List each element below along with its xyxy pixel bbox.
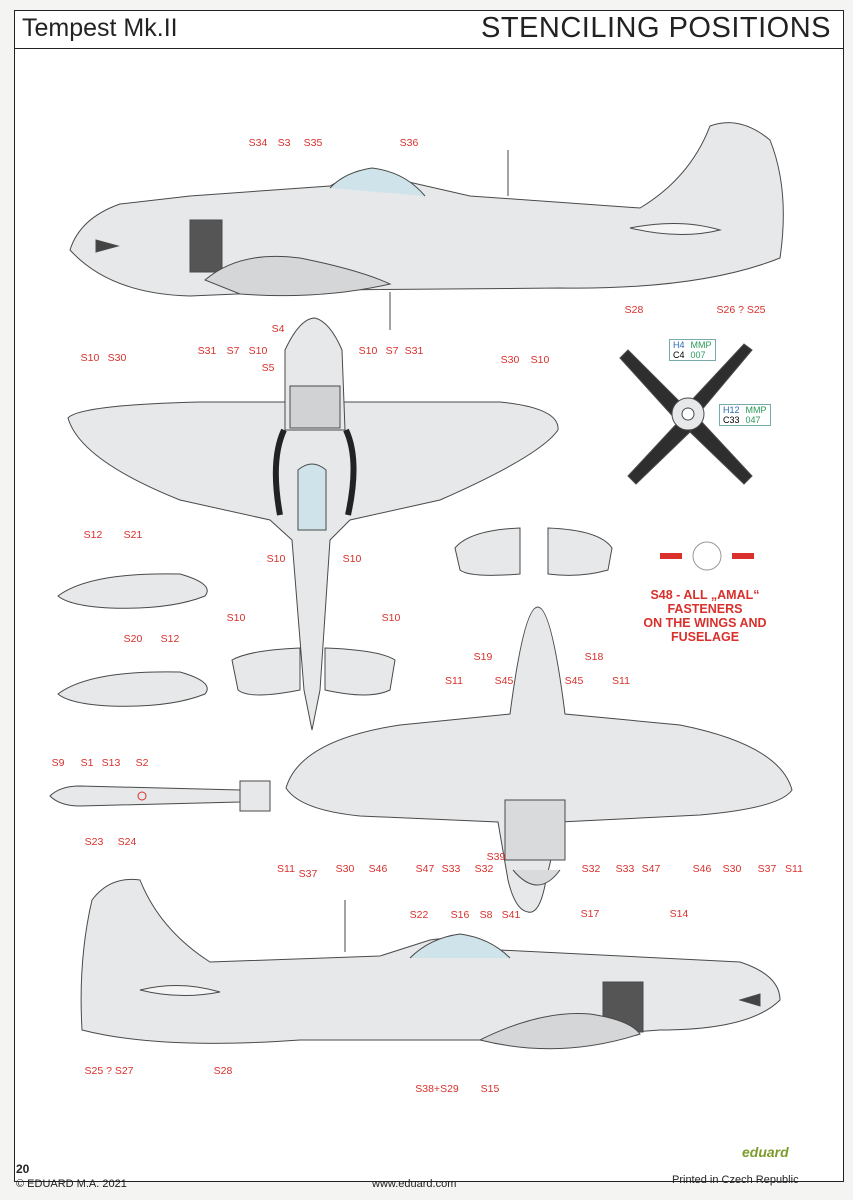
- callout-label: S45: [564, 675, 584, 687]
- callout-label: S37: [298, 868, 318, 880]
- side-view-top-drawing: [69, 122, 784, 330]
- callout-label: S33: [441, 863, 461, 875]
- callout-label: S28: [213, 1065, 233, 1077]
- website: www.eduard.com: [372, 1178, 457, 1190]
- callout-label: S31: [404, 345, 424, 357]
- note-line: FUSELAGE: [670, 630, 740, 644]
- callout-label: S34: [248, 137, 268, 149]
- bomb-drawing: [49, 780, 271, 812]
- callout-label: S23: [84, 836, 104, 848]
- callout-label: S38+S29: [415, 1083, 459, 1095]
- paint-code-h: H4: [673, 340, 685, 350]
- callout-label: S35: [303, 137, 323, 149]
- callout-label: S16: [450, 909, 470, 921]
- callout-label: S4: [271, 323, 285, 335]
- callout-label: S30: [335, 863, 355, 875]
- callout-label: S11: [445, 675, 463, 687]
- callout-label: S39: [486, 851, 506, 863]
- callout-label: S7: [226, 345, 240, 357]
- callout-label: S3: [277, 137, 291, 149]
- callout-label: S8: [479, 909, 493, 921]
- model-title: Tempest Mk.II: [22, 14, 178, 42]
- paint-code-num: 007: [690, 350, 706, 360]
- callout-label: S32: [474, 863, 494, 875]
- callout-label: S10: [358, 345, 378, 357]
- paint-code-mmp: MMP: [690, 340, 712, 350]
- callout-label: S28: [624, 304, 644, 316]
- callout-label: S31: [197, 345, 217, 357]
- note-line: ON THE WINGS AND: [643, 616, 767, 630]
- callout-label: S47: [415, 863, 435, 875]
- callout-label: S15: [480, 1083, 500, 1095]
- note-line: S48 - ALL „AMAL“: [650, 588, 760, 602]
- callout-label: S10: [80, 352, 100, 364]
- callout-label: S12: [83, 529, 103, 541]
- paint-code-num: 047: [745, 415, 761, 425]
- callout-label: S18: [584, 651, 604, 663]
- callout-label: S10: [248, 345, 268, 357]
- callout-label: S47: [641, 863, 661, 875]
- note-line: FASTENERS: [667, 602, 743, 616]
- copyright: © EDUARD M.A. 2021: [16, 1178, 127, 1190]
- callout-label: S25 ? S27: [84, 1065, 134, 1077]
- header-rule: [14, 48, 843, 49]
- callout-label: S30: [500, 354, 520, 366]
- callout-label: S26 ? S25: [716, 304, 766, 316]
- callout-label: S30: [107, 352, 127, 364]
- callout-label: S41: [501, 909, 521, 921]
- paint-code-upper: H4 MMP C4 007: [669, 339, 716, 361]
- paint-code-c: C4: [673, 350, 685, 360]
- callout-label: S30: [722, 863, 742, 875]
- propeller-drawing: [619, 343, 753, 485]
- page-number: 20: [16, 1162, 30, 1176]
- paint-code-c: C33: [723, 415, 740, 425]
- drop-tank-drawings: [57, 573, 208, 707]
- callout-label: S10: [381, 612, 401, 624]
- callout-label: S36: [399, 137, 419, 149]
- callout-label: S24: [117, 836, 137, 848]
- callout-label: S9: [51, 757, 65, 769]
- callout-label: S46: [692, 863, 712, 875]
- paint-code-lower: H12 MMP C33 047: [719, 404, 771, 426]
- callout-label: S17: [580, 908, 600, 920]
- callout-label: S13: [101, 757, 121, 769]
- callout-label: S10: [226, 612, 246, 624]
- callout-label: S10: [530, 354, 550, 366]
- decal-circle: [692, 541, 722, 571]
- callout-label: S5: [261, 362, 275, 374]
- callout-label: S33: [615, 863, 635, 875]
- callout-label: S12: [160, 633, 180, 645]
- callout-label: S19: [473, 651, 493, 663]
- callout-label: S37: [757, 863, 777, 875]
- callout-label: S11: [612, 675, 630, 687]
- callout-label: S1: [80, 757, 94, 769]
- side-view-bottom-drawing: [80, 878, 781, 1050]
- section-title: STENCILING POSITIONS: [481, 12, 831, 44]
- decal-stripe-left: [660, 553, 682, 559]
- callout-label: S10: [266, 553, 286, 565]
- callout-label: S2: [135, 757, 149, 769]
- callout-label: S10: [342, 553, 362, 565]
- callout-label: S11: [277, 863, 295, 875]
- callout-label: S46: [368, 863, 388, 875]
- underside-view-drawing: [285, 527, 793, 913]
- callout-label: S14: [669, 908, 689, 920]
- paint-code-mmp: MMP: [745, 405, 767, 415]
- callout-label: S21: [123, 529, 143, 541]
- callout-label: S45: [494, 675, 514, 687]
- top-view-drawing: [67, 317, 559, 731]
- amal-fasteners-note: S48 - ALL „AMAL“ FASTENERS ON THE WINGS …: [620, 588, 790, 644]
- printed-note: Printed in Czech Republic: [672, 1174, 799, 1186]
- paint-code-h: H12: [723, 405, 740, 415]
- callout-label: S11: [785, 863, 803, 875]
- callout-label: S20: [123, 633, 143, 645]
- eduard-logo: eduard: [742, 1144, 789, 1160]
- callout-label: S32: [581, 863, 601, 875]
- callout-label: S7: [385, 345, 399, 357]
- callout-label: S22: [409, 909, 429, 921]
- decal-stripe-right: [732, 553, 754, 559]
